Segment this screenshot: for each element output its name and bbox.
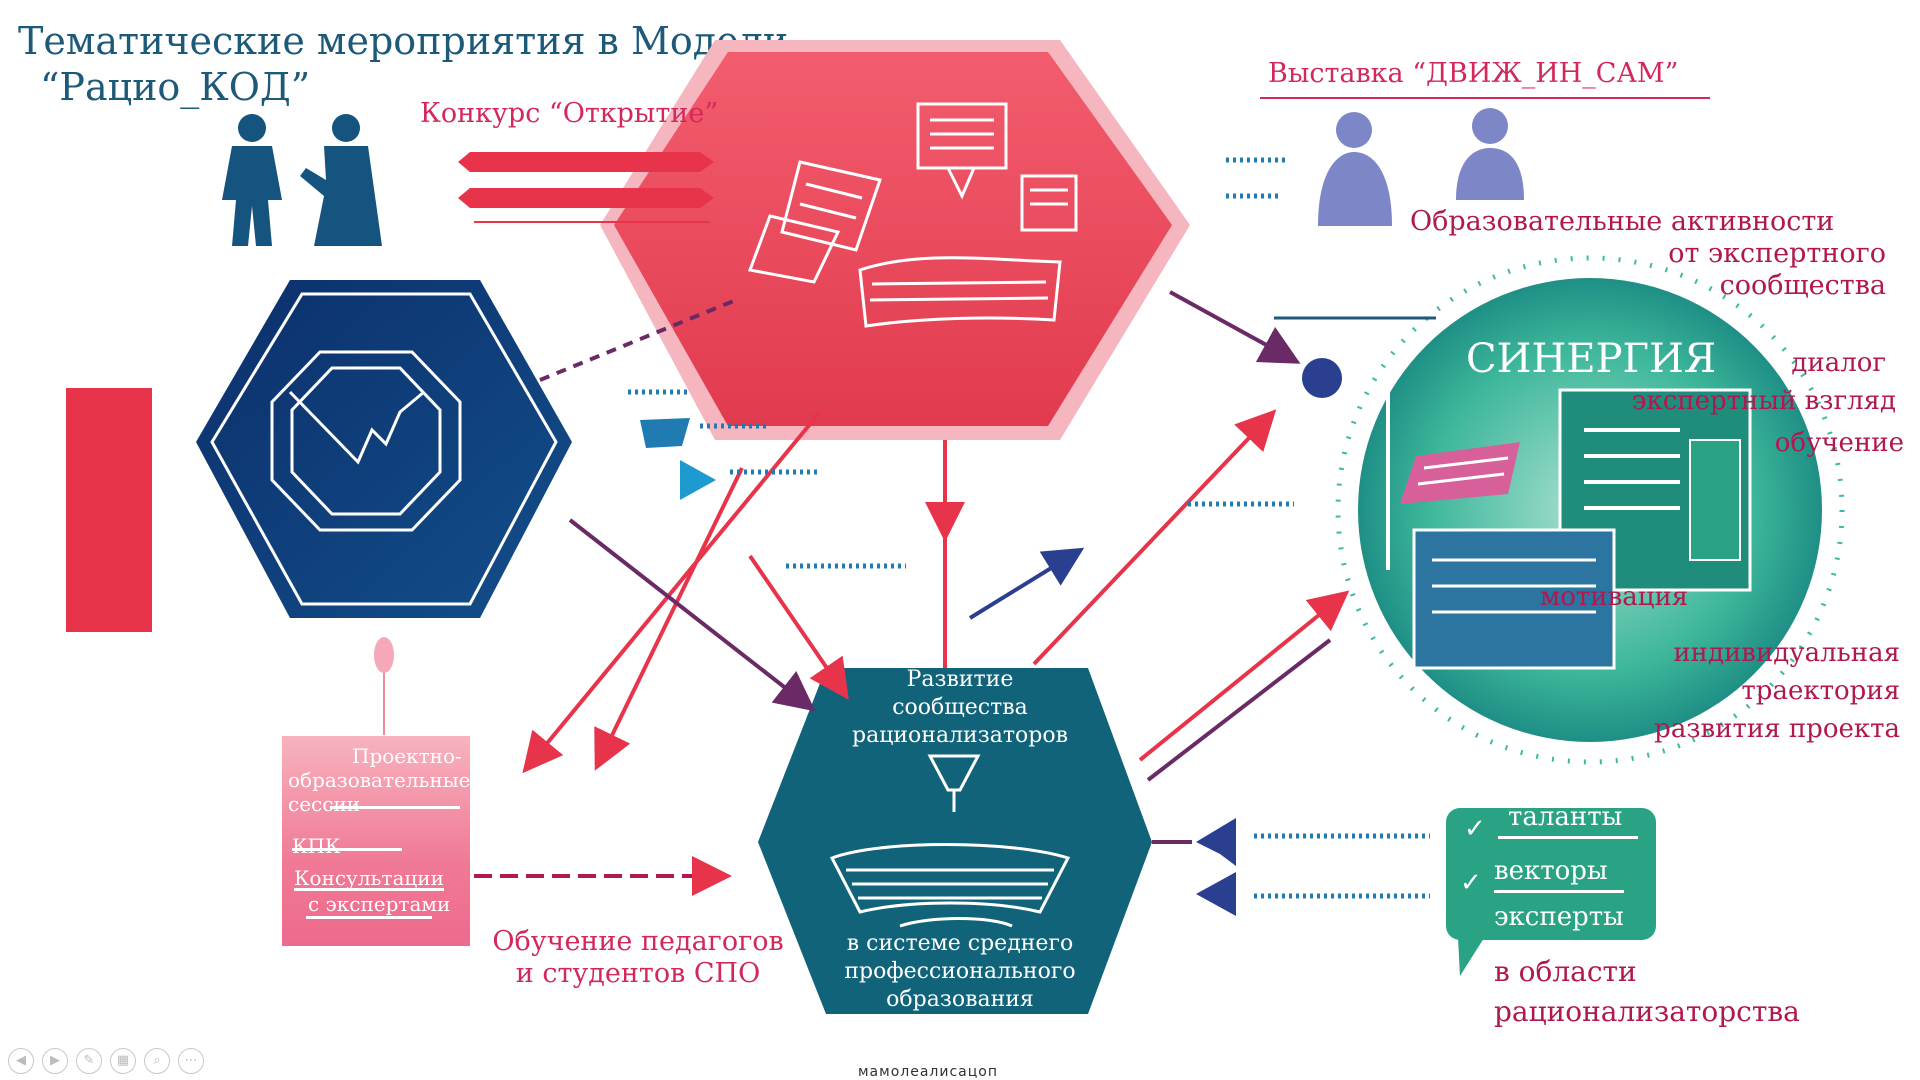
prev-icon[interactable]: ◀ [8,1048,34,1074]
slides-icon[interactable]: ▦ [110,1048,136,1074]
center-hex-bottom-line-1: в системе среднего [846,931,1074,956]
expert-activities-line-1: Образовательные активности [1410,206,1835,237]
arrow-left-icon-2 [1196,872,1236,916]
green-card-rule-2 [1494,890,1624,893]
synergy-word-trajectory: траектория [1741,676,1900,706]
expert-activities-line-3: сообщества [1719,270,1886,301]
more-icon[interactable]: ⋯ [178,1048,204,1074]
title-line-2: “Рацио_КОД” [40,65,311,109]
center-hex-top-line-3: рационализаторов [852,723,1068,748]
green-card-tail [1458,938,1484,976]
synergy-word-training: обучение [1774,428,1904,458]
zoom-icon[interactable]: ⌕ [144,1048,170,1074]
synergy-title: СИНЕРГИЯ [1466,336,1717,382]
pink-card-item-3: сессии [288,792,361,816]
documents-icon [747,102,1078,328]
synergy-word-individual: индивидуальная [1673,638,1900,668]
center-hex-top-line-2: сообщества [892,695,1028,720]
green-card-item-1: таланты [1508,802,1623,832]
green-card-item-3: эксперты [1494,902,1624,932]
funnel-icon [829,754,1071,928]
green-card-footer: в области рационализаторства [1494,952,1800,1032]
pink-card-rule-2 [292,848,402,851]
center-hex-bottom-line-3: образования [886,987,1034,1012]
pink-card-item-2: образовательные [288,768,471,792]
green-card-footer-line-1: в области [1494,955,1637,988]
center-hex-top-line-1: Развитие [906,667,1014,692]
pink-card-item-5: Консультации [294,866,444,890]
pink-card-item-6: с экспертами [308,892,451,916]
octagon-icon [270,350,462,532]
pink-card-item-4: КПК [292,834,341,858]
expert-activities: Образовательные активности от экспертног… [1410,206,1886,302]
center-hex-bottom-text: в системе среднего профессионального обр… [820,930,1100,1014]
diagram-title: Тематические мероприятия в Модели “Рацио… [18,18,788,110]
people-icon-left [222,114,382,246]
connectors [383,97,1710,896]
green-card-item-2: векторы [1494,856,1608,886]
center-hex-top-text: Развитие сообщества рационализаторов [820,666,1100,750]
green-card-footer-line-2: рационализаторства [1494,995,1800,1028]
synergy-word-project: развития проекта [1654,714,1900,744]
contest-arrows [458,152,714,208]
connector-node [1302,358,1342,398]
red-rectangle [66,388,152,632]
green-card-rule-1 [1498,836,1638,839]
synergy-word-expert-view: экспертный взгляд [1631,386,1896,416]
navy-hexagon [196,280,572,618]
people-icon-right [1318,108,1524,226]
pink-card-rule-3 [294,888,444,891]
pin-icon [374,637,394,673]
contest-label: Конкурс “Открытие” [420,98,719,129]
center-hex-bottom-line-2: профессионального [844,959,1076,984]
pink-card: Проектно- образовательные сессии КПК Кон… [282,736,471,946]
synergy-word-motivation: мотивация [1540,582,1689,612]
check-icon-1: ✓ [1464,814,1486,844]
pink-card-rule-1 [330,806,460,809]
arrow-left-icon-1 [1196,818,1236,866]
pink-card-item-1: Проектно- [352,744,462,768]
dashboard-icon [1386,382,1752,670]
footer-text: мамолеалисацоп [858,1064,998,1080]
training-label: Обучение педагогов и студентов СПО [488,926,788,990]
next-icon[interactable]: ▶ [42,1048,68,1074]
training-label-line-1: Обучение педагогов [492,926,784,957]
pink-card-rule-4 [306,916,432,919]
check-icon-2: ✓ [1460,868,1482,898]
pen-icon[interactable]: ✎ [76,1048,102,1074]
green-card: таланты ✓ векторы ✓ эксперты [1446,802,1656,940]
center-hexagon [758,668,1152,1014]
training-label-line-2: и студентов СПО [515,958,761,989]
title-line-1: Тематические мероприятия в Модели [18,19,789,63]
synergy-word-dialog: диалог [1791,348,1886,378]
shape-triangle [680,460,716,500]
expert-activities-line-2: от экспертного [1668,238,1886,269]
shape-trapezoid [640,418,690,448]
exhibition-label: Выставка “ДВИЖ_ИН_САМ” [1268,58,1679,89]
